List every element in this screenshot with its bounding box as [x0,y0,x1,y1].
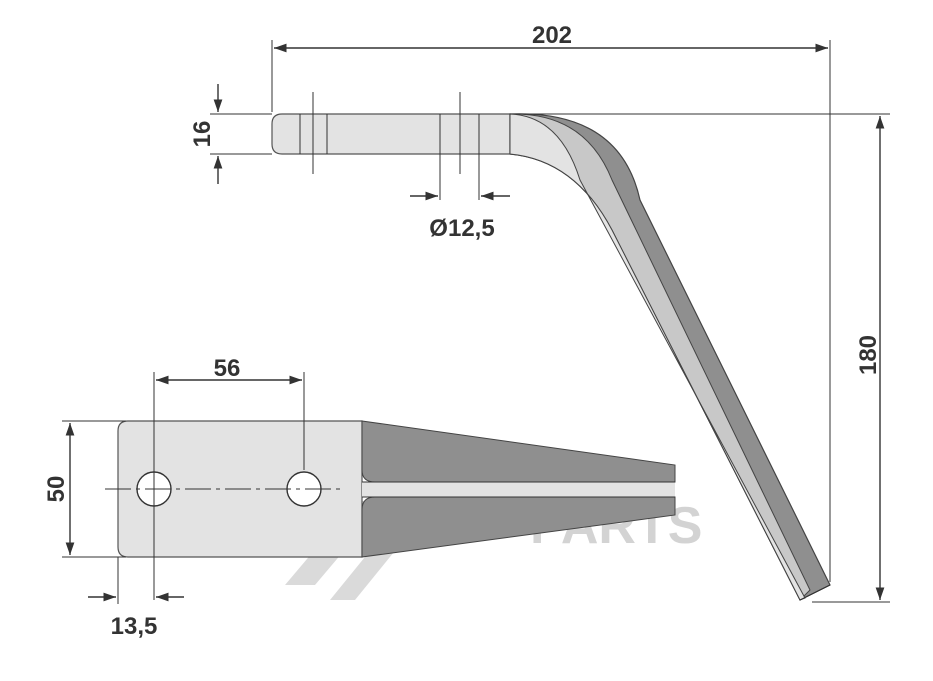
dim-label-56: 56 [214,355,241,382]
dim-label-16: 16 [189,121,216,148]
tine-side-view [271,113,831,601]
dimension-labels: 202 180 16 Ø12,5 56 50 13,5 [43,22,882,640]
dim-label-13-5: 13,5 [111,613,158,640]
dimension-lines [62,40,890,604]
shank [271,113,511,155]
dim-label-hole-diameter: Ø12,5 [429,215,494,242]
dim-label-50: 50 [43,476,70,503]
blade-curve-inner [509,113,806,601]
dim-label-202: 202 [532,22,572,49]
dim-label-180: 180 [855,335,882,375]
blade-rib [362,482,675,497]
tine-front-view [105,420,676,558]
blade-taper-upper [361,420,676,483]
